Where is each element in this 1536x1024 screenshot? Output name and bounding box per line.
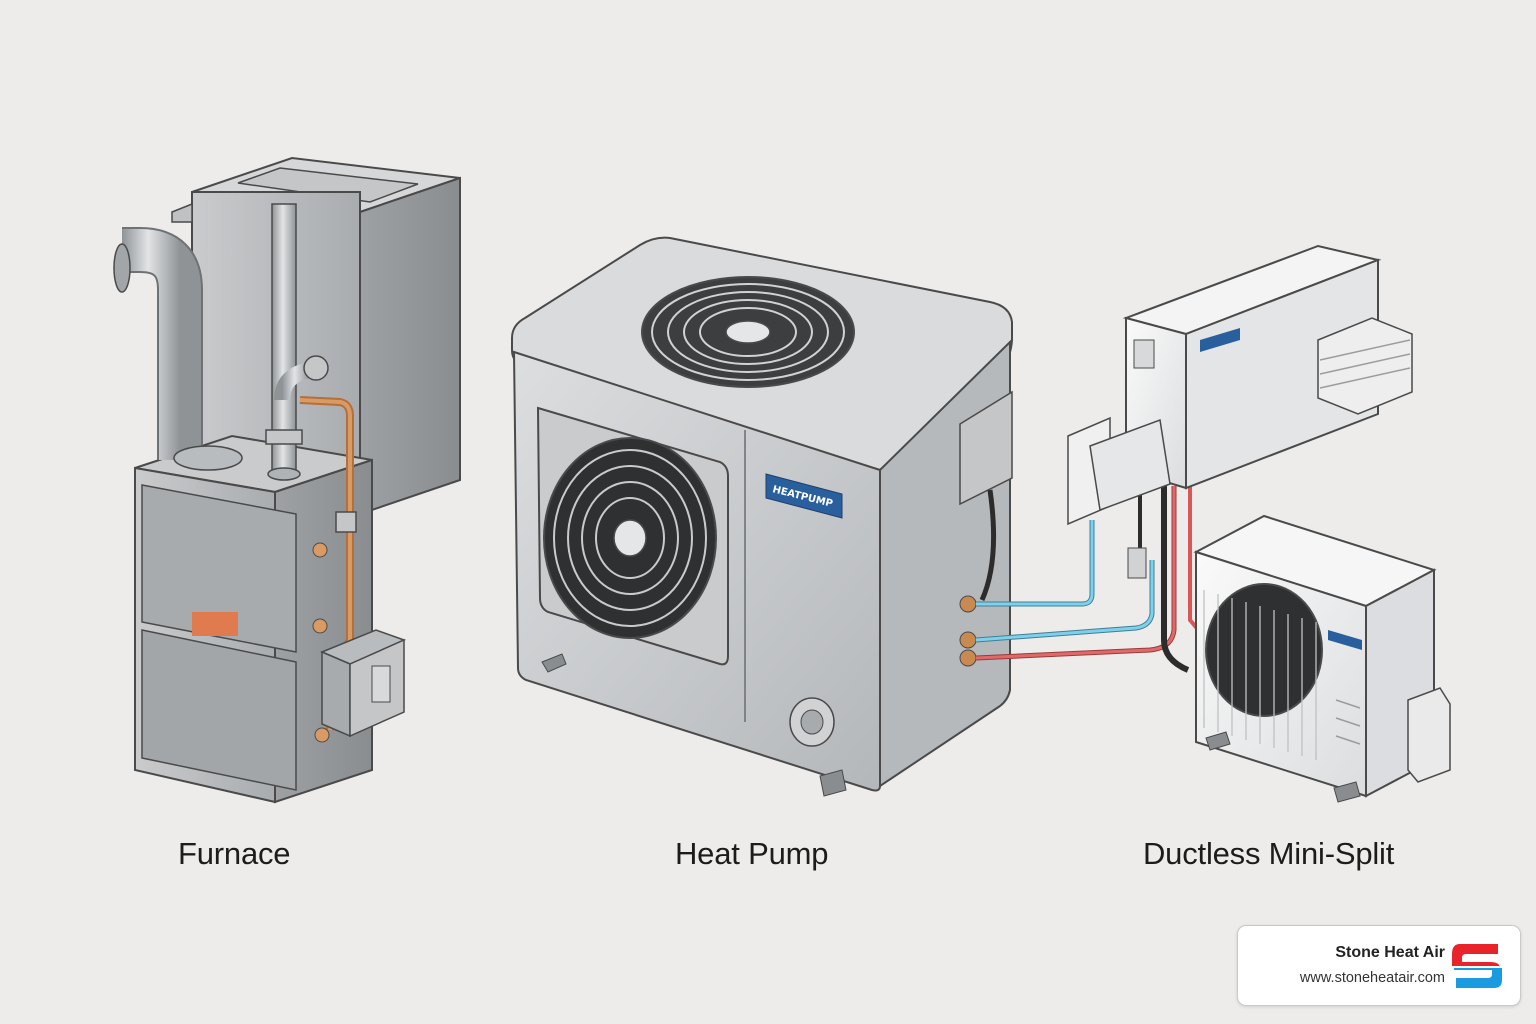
refrigerant-lines [975, 486, 1202, 673]
brand-url: www.stoneheatair.com [1299, 970, 1445, 986]
brand-logo-icon [1452, 944, 1502, 988]
brand-name: Stone Heat Air [1335, 944, 1445, 961]
heat-pump-label: Heat Pump [675, 836, 829, 871]
brand-card: Stone Heat Air www.stoneheatair.com [1237, 925, 1521, 1006]
heat-pump-unit: HEATPUMP [511, 236, 1013, 797]
furnace-indicator-plate [192, 612, 238, 636]
furnace-label: Furnace [178, 836, 291, 871]
furnace-unit [113, 156, 461, 804]
mini-split-label: Ductless Mini-Split [1143, 836, 1395, 871]
mini-split-unit [1067, 244, 1451, 803]
